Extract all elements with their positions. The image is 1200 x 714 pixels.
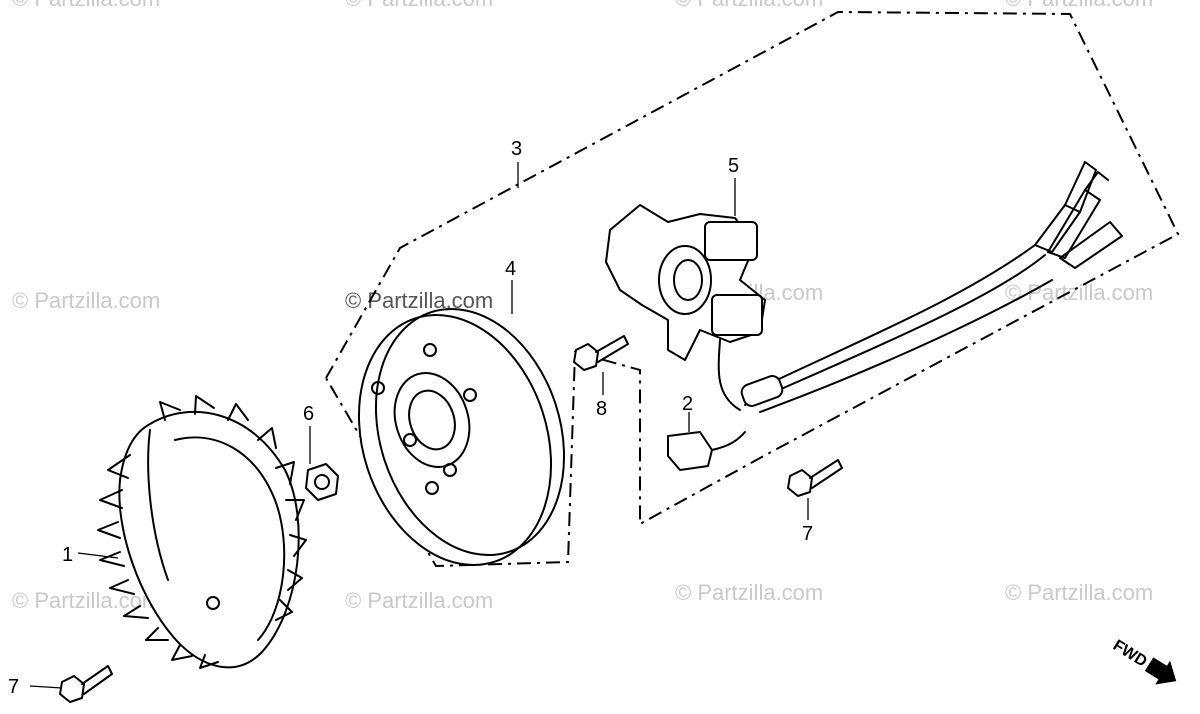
watermark-top-3: © Partzilla.com bbox=[675, 0, 823, 11]
callout-7-right: 7 bbox=[802, 523, 813, 545]
callout-2: 2 bbox=[682, 393, 693, 415]
stator bbox=[605, 178, 766, 411]
callout-3: 3 bbox=[511, 138, 522, 160]
flywheel bbox=[357, 280, 566, 567]
watermark-bottom-2: © Partzilla.com bbox=[345, 588, 493, 613]
callout-6: 6 bbox=[303, 403, 314, 425]
watermark-mid-1: © Partzilla.com bbox=[12, 288, 160, 313]
callout-4: 4 bbox=[505, 258, 516, 280]
callout-8: 8 bbox=[596, 398, 607, 420]
fwd-label: FWD bbox=[1110, 637, 1150, 671]
watermark-top-4: © Partzilla.com bbox=[1005, 0, 1153, 11]
callout-7-left: 7 bbox=[8, 676, 19, 698]
callout-5: 5 bbox=[728, 155, 739, 177]
callout-1: 1 bbox=[62, 544, 73, 566]
callouts: 1 2 3 4 5 6 7 7 8 bbox=[8, 138, 813, 698]
cooling-fan bbox=[77, 395, 307, 669]
pulser-coil bbox=[667, 412, 746, 471]
bolt-7-left bbox=[29, 665, 113, 703]
assembly-outline bbox=[325, 10, 1180, 568]
watermark-bottom-1: © Partzilla.com bbox=[12, 588, 160, 613]
watermark-mid-2: © Partzilla.com bbox=[345, 288, 493, 313]
watermark-mid-4: © Partzilla.com bbox=[1005, 280, 1153, 305]
fwd-arrow-icon bbox=[1144, 657, 1177, 685]
watermark-bottom-4: © Partzilla.com bbox=[1005, 580, 1153, 605]
watermark-bottom-3: © Partzilla.com bbox=[675, 580, 823, 605]
fwd-indicator: FWD bbox=[1110, 637, 1177, 685]
watermark-top-1: © Partzilla.com bbox=[12, 0, 160, 11]
flange-nut bbox=[305, 426, 339, 501]
bolt-8 bbox=[573, 335, 629, 395]
watermark-top-2: © Partzilla.com bbox=[345, 0, 493, 11]
bolt-7-right bbox=[787, 459, 843, 520]
wire-harness bbox=[740, 161, 1123, 413]
watermarks: © Partzilla.com © Partzilla.com © Partzi… bbox=[12, 0, 1153, 613]
